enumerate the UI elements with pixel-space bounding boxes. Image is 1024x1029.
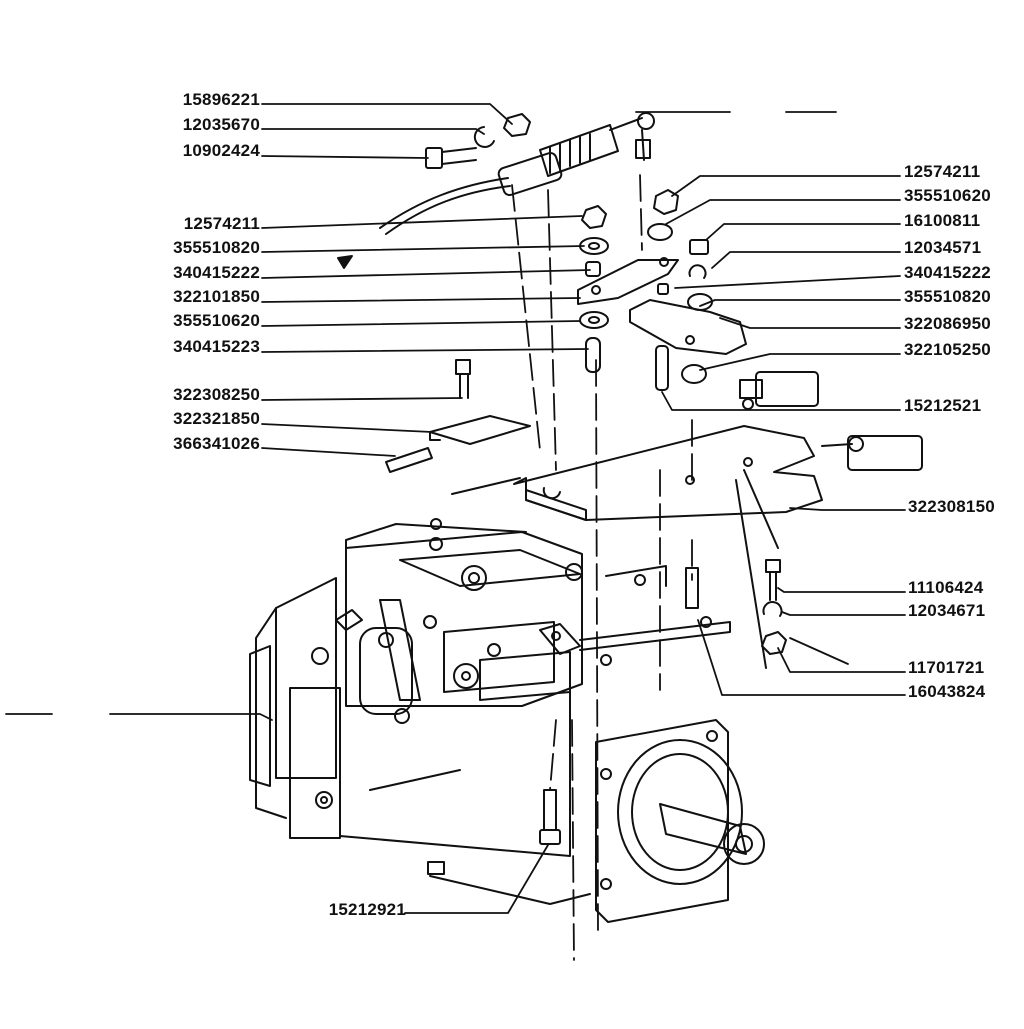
part-number-label: 11106424 <box>908 578 984 597</box>
right-small-parts <box>629 189 923 655</box>
part-number-label: 16100811 <box>904 211 981 230</box>
part-number-label: 15896221 <box>182 90 260 109</box>
part-number-label: 12574211 <box>904 162 981 181</box>
part-number-label: 355510620 <box>904 186 991 205</box>
part-number-label: 15212921 <box>328 900 406 919</box>
gearbox-housing <box>249 518 731 905</box>
small-parts <box>385 113 679 473</box>
part-number-label: 15212521 <box>904 396 982 415</box>
part-number-label: 322086950 <box>904 314 991 333</box>
part-number-label: 322308250 <box>173 385 260 404</box>
part-number-label: 322308150 <box>908 497 995 516</box>
part-number-label: 340415223 <box>173 337 260 356</box>
part-number-label: 10902424 <box>182 141 260 160</box>
part-number-label: 355510620 <box>173 311 260 330</box>
right-leader-lines <box>635 111 906 696</box>
part-number-label: 322101850 <box>173 287 260 306</box>
part-number-label: 366341026 <box>173 434 260 453</box>
part-number-label: 355510820 <box>173 238 260 257</box>
control-cable <box>379 112 655 235</box>
assembly-axes <box>511 174 693 961</box>
part-number-label: 12035670 <box>182 115 260 134</box>
direction-arrow <box>337 255 353 269</box>
part-number-label: 12034571 <box>904 238 982 257</box>
part-number-label: 355510820 <box>904 287 991 306</box>
part-number-label: 16043824 <box>908 682 986 701</box>
part-number-label: 12034671 <box>908 601 986 620</box>
part-number-label: 12574211 <box>183 214 260 233</box>
lower-bolts <box>539 789 561 845</box>
part-number-label: 11701721 <box>908 658 985 677</box>
part-number-label: 340415222 <box>904 263 991 282</box>
part-number-label: 322321850 <box>173 409 260 428</box>
part-number-label: 322105250 <box>904 340 991 359</box>
left-leader-lines <box>5 103 591 914</box>
mounting-plate <box>451 425 823 669</box>
output-flange <box>595 719 765 923</box>
part-number-label: 340415222 <box>173 263 260 282</box>
